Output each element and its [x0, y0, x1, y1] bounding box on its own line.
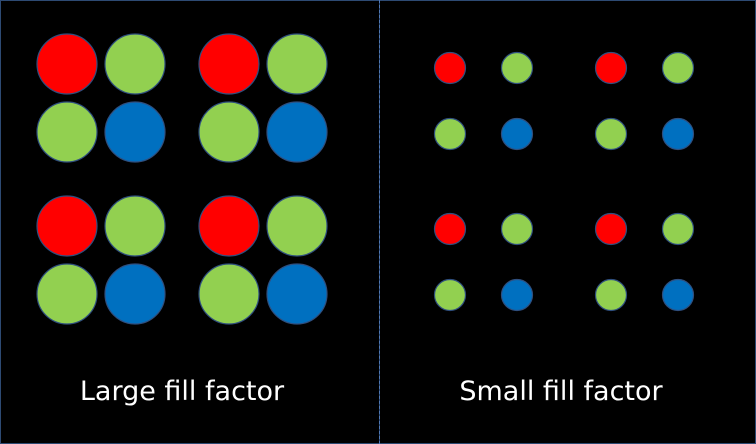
- small-block4-blue-circle: [661, 278, 695, 312]
- large-block1-green-circle: [104, 33, 166, 95]
- small-block2-red-circle: [594, 51, 628, 85]
- large-block1-red-circle: [36, 33, 98, 95]
- large-block1-blue-circle: [104, 101, 166, 163]
- small-block1-green-circle: [500, 51, 534, 85]
- large-block2-red-circle: [198, 33, 260, 95]
- small-block1-blue-circle: [500, 117, 534, 151]
- small-block1-red-circle: [433, 51, 467, 85]
- small-block2-blue-circle: [661, 117, 695, 151]
- large-block4-green-circle: [198, 263, 260, 325]
- small-block3-red-circle: [433, 212, 467, 246]
- large-block3-green-circle: [104, 195, 166, 257]
- large-block2-blue-circle: [266, 101, 328, 163]
- large-block3-blue-circle: [104, 263, 166, 325]
- large-block3-red-circle: [36, 195, 98, 257]
- large-block4-red-circle: [198, 195, 260, 257]
- large-block1-green-circle: [36, 101, 98, 163]
- panel-divider: [379, 0, 380, 444]
- large-fill-factor-caption: Large fill factor: [79, 376, 285, 407]
- large-block2-green-circle: [198, 101, 260, 163]
- small-block3-green-circle: [433, 278, 467, 312]
- small-block1-green-circle: [433, 117, 467, 151]
- small-block2-green-circle: [594, 117, 628, 151]
- large-block4-green-circle: [266, 195, 328, 257]
- small-block3-blue-circle: [500, 278, 534, 312]
- small-block4-green-circle: [594, 278, 628, 312]
- small-block4-green-circle: [661, 212, 695, 246]
- small-block2-green-circle: [661, 51, 695, 85]
- small-fill-factor-caption: Small fill factor: [459, 376, 663, 407]
- large-block4-blue-circle: [266, 263, 328, 325]
- large-block3-green-circle: [36, 263, 98, 325]
- large-block2-green-circle: [266, 33, 328, 95]
- small-block4-red-circle: [594, 212, 628, 246]
- small-block3-green-circle: [500, 212, 534, 246]
